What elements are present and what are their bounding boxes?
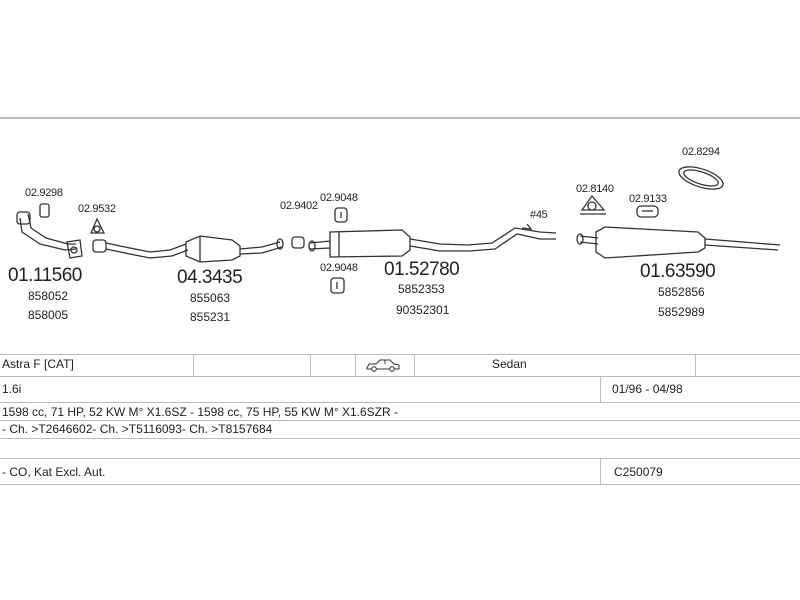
column-separator: [600, 459, 601, 485]
hanger-02-8140[interactable]: [580, 194, 606, 215]
section-code: 01.11560: [8, 265, 82, 286]
part-ref-label: 02.9402: [280, 200, 318, 212]
table-bottom-border: [0, 484, 800, 485]
section-code: 01.63590: [640, 261, 716, 282]
section-ref: 858005: [28, 308, 69, 322]
catalog-code: C250079: [614, 465, 663, 479]
marker-arrow: [521, 223, 533, 230]
section-ref: 855063: [190, 291, 231, 305]
column-separator: [310, 355, 311, 377]
hanger-02-9048-upper[interactable]: [334, 207, 348, 223]
column-separator: [695, 355, 696, 377]
model-name: Astra F [CAT]: [2, 357, 74, 371]
part-ref-label: 02.9048: [320, 262, 358, 274]
gasket-02-8294[interactable]: [676, 162, 725, 193]
centre-silencer[interactable]: [308, 227, 557, 258]
section-code: 01.52780: [384, 259, 460, 280]
hanger-02-9048-lower[interactable]: [330, 277, 345, 294]
catalytic-converter[interactable]: [185, 235, 284, 263]
column-separator: [355, 355, 356, 377]
rear-silencer[interactable]: [576, 226, 781, 259]
column-separator: [600, 377, 601, 403]
clamp-02-9133[interactable]: [636, 205, 659, 218]
front-pipe[interactable]: [16, 211, 83, 259]
part-ref-label: 02.9532: [78, 203, 116, 215]
part-ref-label: 02.9298: [25, 187, 63, 199]
table-row-notes: - CO, Kat Excl. Aut. C250079: [0, 458, 800, 485]
table-row-model: Astra F [CAT] Sedan: [0, 354, 800, 377]
section-code: 04.3435: [177, 267, 243, 288]
table-row-blank: [0, 438, 800, 459]
part-ref-label: 02.9133: [629, 193, 667, 205]
marker-label: #45: [530, 209, 548, 221]
clamp-02-9402[interactable]: [291, 236, 305, 249]
engine-details: 1598 cc, 71 HP, 52 KW M° X1.6SZ - 1598 c…: [2, 405, 398, 419]
part-ref-label: 02.8294: [682, 146, 720, 158]
engine: 1.6i: [2, 382, 22, 396]
section-ref: 90352301: [396, 303, 450, 317]
column-separator: [414, 355, 415, 377]
chassis-ranges: - Ch. >T2646602- Ch. >T5116093- Ch. >T81…: [2, 422, 273, 436]
clamp-02-9298[interactable]: [39, 203, 50, 218]
section-ref: 5852353: [398, 282, 445, 296]
body-type: Sedan: [492, 357, 527, 371]
table-row-chassis: - Ch. >T2646602- Ch. >T5116093- Ch. >T81…: [0, 420, 800, 439]
top-border: [0, 117, 800, 119]
column-separator: [193, 355, 194, 377]
table-row-engine: 1.6i 01/96 - 04/98: [0, 376, 800, 403]
exhaust-system-diagram: [16, 162, 781, 294]
table-row-engine-details: 1598 cc, 71 HP, 52 KW M° X1.6SZ - 1598 c…: [0, 402, 800, 421]
notes: - CO, Kat Excl. Aut.: [2, 465, 106, 479]
section-ref: 858052: [28, 289, 69, 303]
part-ref-label: 02.8140: [576, 183, 614, 195]
section-ref: 5852856: [658, 285, 705, 299]
period: 01/96 - 04/98: [612, 382, 683, 396]
section-ref: 5852989: [658, 305, 705, 319]
car-sedan-icon: [366, 359, 400, 372]
part-ref-label: 02.9048: [320, 192, 358, 204]
gasket-02-9532[interactable]: [90, 217, 106, 234]
intermediate-pipe[interactable]: [92, 239, 189, 259]
section-ref: 855231: [190, 310, 231, 324]
